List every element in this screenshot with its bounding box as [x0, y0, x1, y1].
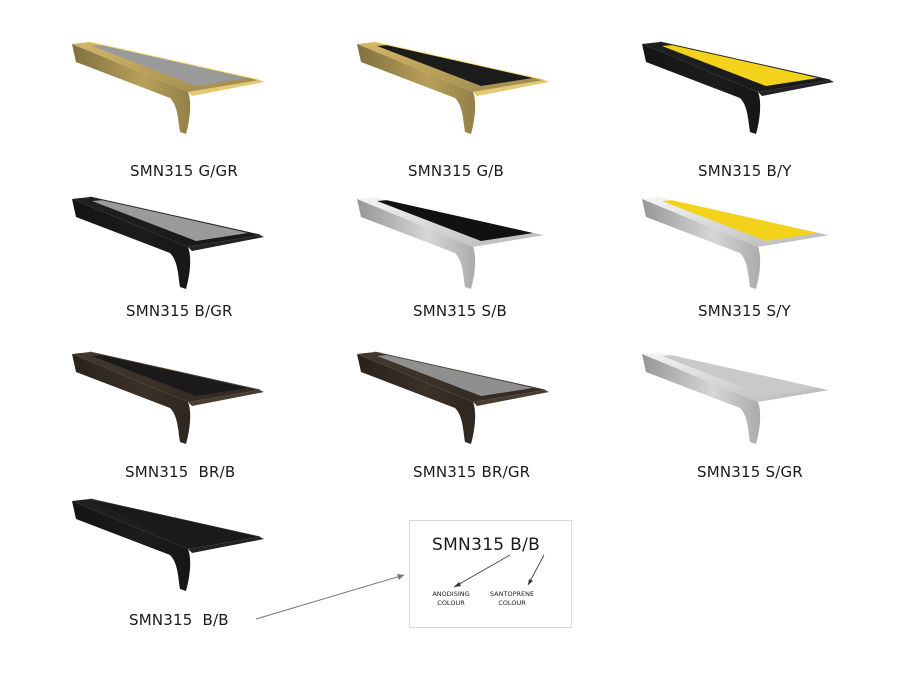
product-code: SMN315 B/Y — [698, 162, 792, 180]
nosing-edge-highlight — [374, 196, 546, 236]
product-tile: SMN315 S/B — [355, 195, 555, 345]
product-tile: SMN315 G/B — [355, 40, 555, 190]
stair-nosing-image — [357, 351, 549, 444]
product-tile: SMN315 BR/B — [70, 350, 270, 500]
nosing-back-lip — [473, 390, 549, 406]
santoprene-line: SANTOPRENE — [489, 590, 535, 598]
stair-nosing-image — [357, 41, 549, 134]
product-code: SMN315 S/Y — [698, 302, 791, 320]
stair-nosing-image — [642, 41, 834, 134]
product-code: SMN315 G/B — [408, 162, 505, 180]
product-code: SMN315 S/GR — [697, 463, 803, 481]
anodising-line: ANODISING — [432, 590, 470, 598]
nosing-insert-strip — [377, 355, 533, 396]
nosing-insert-strip — [662, 200, 818, 241]
nosing-insert-strip — [377, 200, 533, 241]
nosing-edge-highlight — [374, 41, 546, 81]
nosing-front-face — [357, 44, 476, 134]
stair-nosing-image — [357, 196, 549, 289]
nosing-back-lip — [758, 390, 834, 406]
nosing-edge-highlight — [89, 196, 261, 236]
nosing-back-lip — [188, 537, 264, 553]
nosing-edge-highlight — [659, 41, 831, 81]
product-tile: SMN315 B/Y — [640, 40, 840, 190]
nosing-edge-highlight — [89, 41, 261, 81]
product-code: SMN315 BR/GR — [413, 463, 531, 481]
santoprene-colour-line: COLOUR — [498, 599, 526, 607]
stair-nosing-image — [72, 196, 264, 289]
naming-legend: SMN315 B/B ANODISING COLOUR SANTOPRENE C… — [409, 520, 572, 628]
nosing-front-face — [72, 501, 191, 591]
product-tile: SMN315 S/Y — [640, 195, 840, 345]
nosing-edge-highlight — [89, 351, 261, 391]
product-tile: SMN315 B/B — [70, 497, 270, 647]
stair-nosing-image — [72, 351, 264, 444]
product-tile: SMN315 S/GR — [640, 350, 840, 500]
product-code: SMN315 S/B — [413, 302, 507, 320]
legend-arrows — [453, 554, 545, 588]
legend-title: SMN315 B/B — [432, 535, 541, 555]
nosing-front-face — [72, 44, 191, 134]
nosing-front-face — [72, 199, 191, 289]
anodising-colour-note: ANODISING COLOUR — [426, 590, 476, 608]
nosing-back-lip — [758, 235, 834, 251]
nosing-insert-strip — [92, 355, 248, 396]
product-tile: SMN315 BR/GR — [355, 350, 555, 500]
stair-nosing-image — [72, 498, 264, 591]
nosing-front-face — [642, 354, 761, 444]
anodising-colour-line: COLOUR — [437, 599, 465, 607]
stair-nosing-image — [642, 196, 834, 289]
nosing-front-face — [357, 199, 476, 289]
santoprene-colour-note: SANTOPRENE COLOUR — [484, 590, 540, 608]
nosing-front-face — [72, 354, 191, 444]
nosing-front-face — [357, 354, 476, 444]
nosing-insert-strip — [662, 45, 818, 86]
nosing-front-face — [642, 199, 761, 289]
nosing-insert-strip — [92, 45, 248, 86]
nosing-back-lip — [188, 390, 264, 406]
nosing-back-lip — [758, 80, 834, 96]
nosing-back-lip — [473, 80, 549, 96]
stair-nosing-image — [72, 41, 264, 134]
nosing-insert-strip — [92, 200, 248, 241]
nosing-back-lip — [188, 235, 264, 251]
nosing-insert-strip — [377, 45, 533, 86]
nosing-front-face — [642, 44, 761, 134]
nosing-edge-highlight — [659, 351, 831, 391]
nosing-back-lip — [473, 235, 549, 251]
product-tile: SMN315 B/GR — [70, 195, 270, 345]
product-tile: SMN315 G/GR — [70, 40, 270, 190]
nosing-back-lip — [188, 80, 264, 96]
nosing-edge-highlight — [374, 351, 546, 391]
product-code: SMN315 BR/B — [125, 463, 236, 481]
product-code: SMN315 B/GR — [126, 302, 233, 320]
nosing-edge-highlight — [89, 498, 261, 538]
nosing-edge-highlight — [659, 196, 831, 236]
nosing-insert-strip — [92, 502, 248, 543]
stair-nosing-image — [642, 351, 834, 444]
product-code: SMN315 G/GR — [130, 162, 239, 180]
nosing-insert-strip — [662, 355, 818, 396]
product-code: SMN315 B/B — [129, 611, 229, 629]
